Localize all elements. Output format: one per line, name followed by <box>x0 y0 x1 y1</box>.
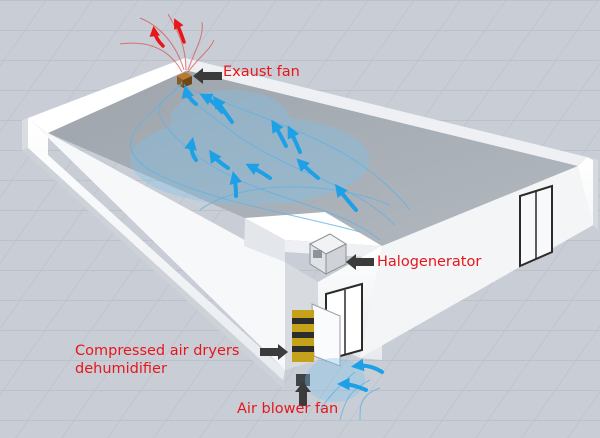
exhaust-arrows <box>149 18 186 48</box>
room-floor <box>48 70 578 246</box>
exhaust-fan-label: Exaust fan <box>223 64 300 80</box>
airflow-arrow-icon <box>296 158 320 180</box>
pointer-arrows <box>193 68 374 406</box>
pointer-arrow-icon <box>295 382 311 406</box>
airflow-arrow-icon <box>350 358 384 374</box>
air-blower-fan-label: Air blower fan <box>237 401 339 417</box>
airflow-arrow-icon <box>212 95 234 124</box>
pointer-arrow-icon <box>260 344 288 360</box>
airflow-arrow-icon <box>209 149 230 170</box>
left-wall <box>28 118 285 382</box>
exhaust-arrow-icon <box>149 25 165 48</box>
airflow-arrow-icon <box>287 125 302 154</box>
exhaust-fan-unit <box>177 72 192 88</box>
airflow-arrow-icon <box>336 377 368 392</box>
dryers-label-line1: Compressed air dryers <box>75 343 240 359</box>
halogenerator-label: Halogenerator <box>377 254 482 270</box>
back-left-wall-top <box>28 58 188 133</box>
airflow-arrow-icon <box>334 183 358 212</box>
airflow-arrow-icon <box>199 93 224 114</box>
halogenerator-unit <box>308 233 348 275</box>
pointer-arrow-icon <box>193 68 222 84</box>
small-room-door <box>311 282 363 367</box>
airflow-arrow-icon <box>271 119 288 148</box>
pointer-arrow-icon <box>346 254 374 270</box>
exhaust-streaks <box>119 13 215 73</box>
airflow-arrow-icon <box>184 136 198 162</box>
air-blower-fan-unit <box>296 374 310 386</box>
airflow-arrow-icon <box>229 171 243 198</box>
exhaust-arrow-icon <box>174 18 186 44</box>
airflow-arrows <box>181 85 384 392</box>
airflow-arrow-icon <box>181 85 198 106</box>
exit-door <box>519 184 553 268</box>
back-right-wall <box>185 58 587 166</box>
dryers-label-line2: dehumidifier <box>75 361 167 377</box>
airflow-arrow-icon <box>245 163 272 180</box>
compressed-air-dryer-unit <box>292 310 314 362</box>
partition-wall-back <box>244 218 285 262</box>
